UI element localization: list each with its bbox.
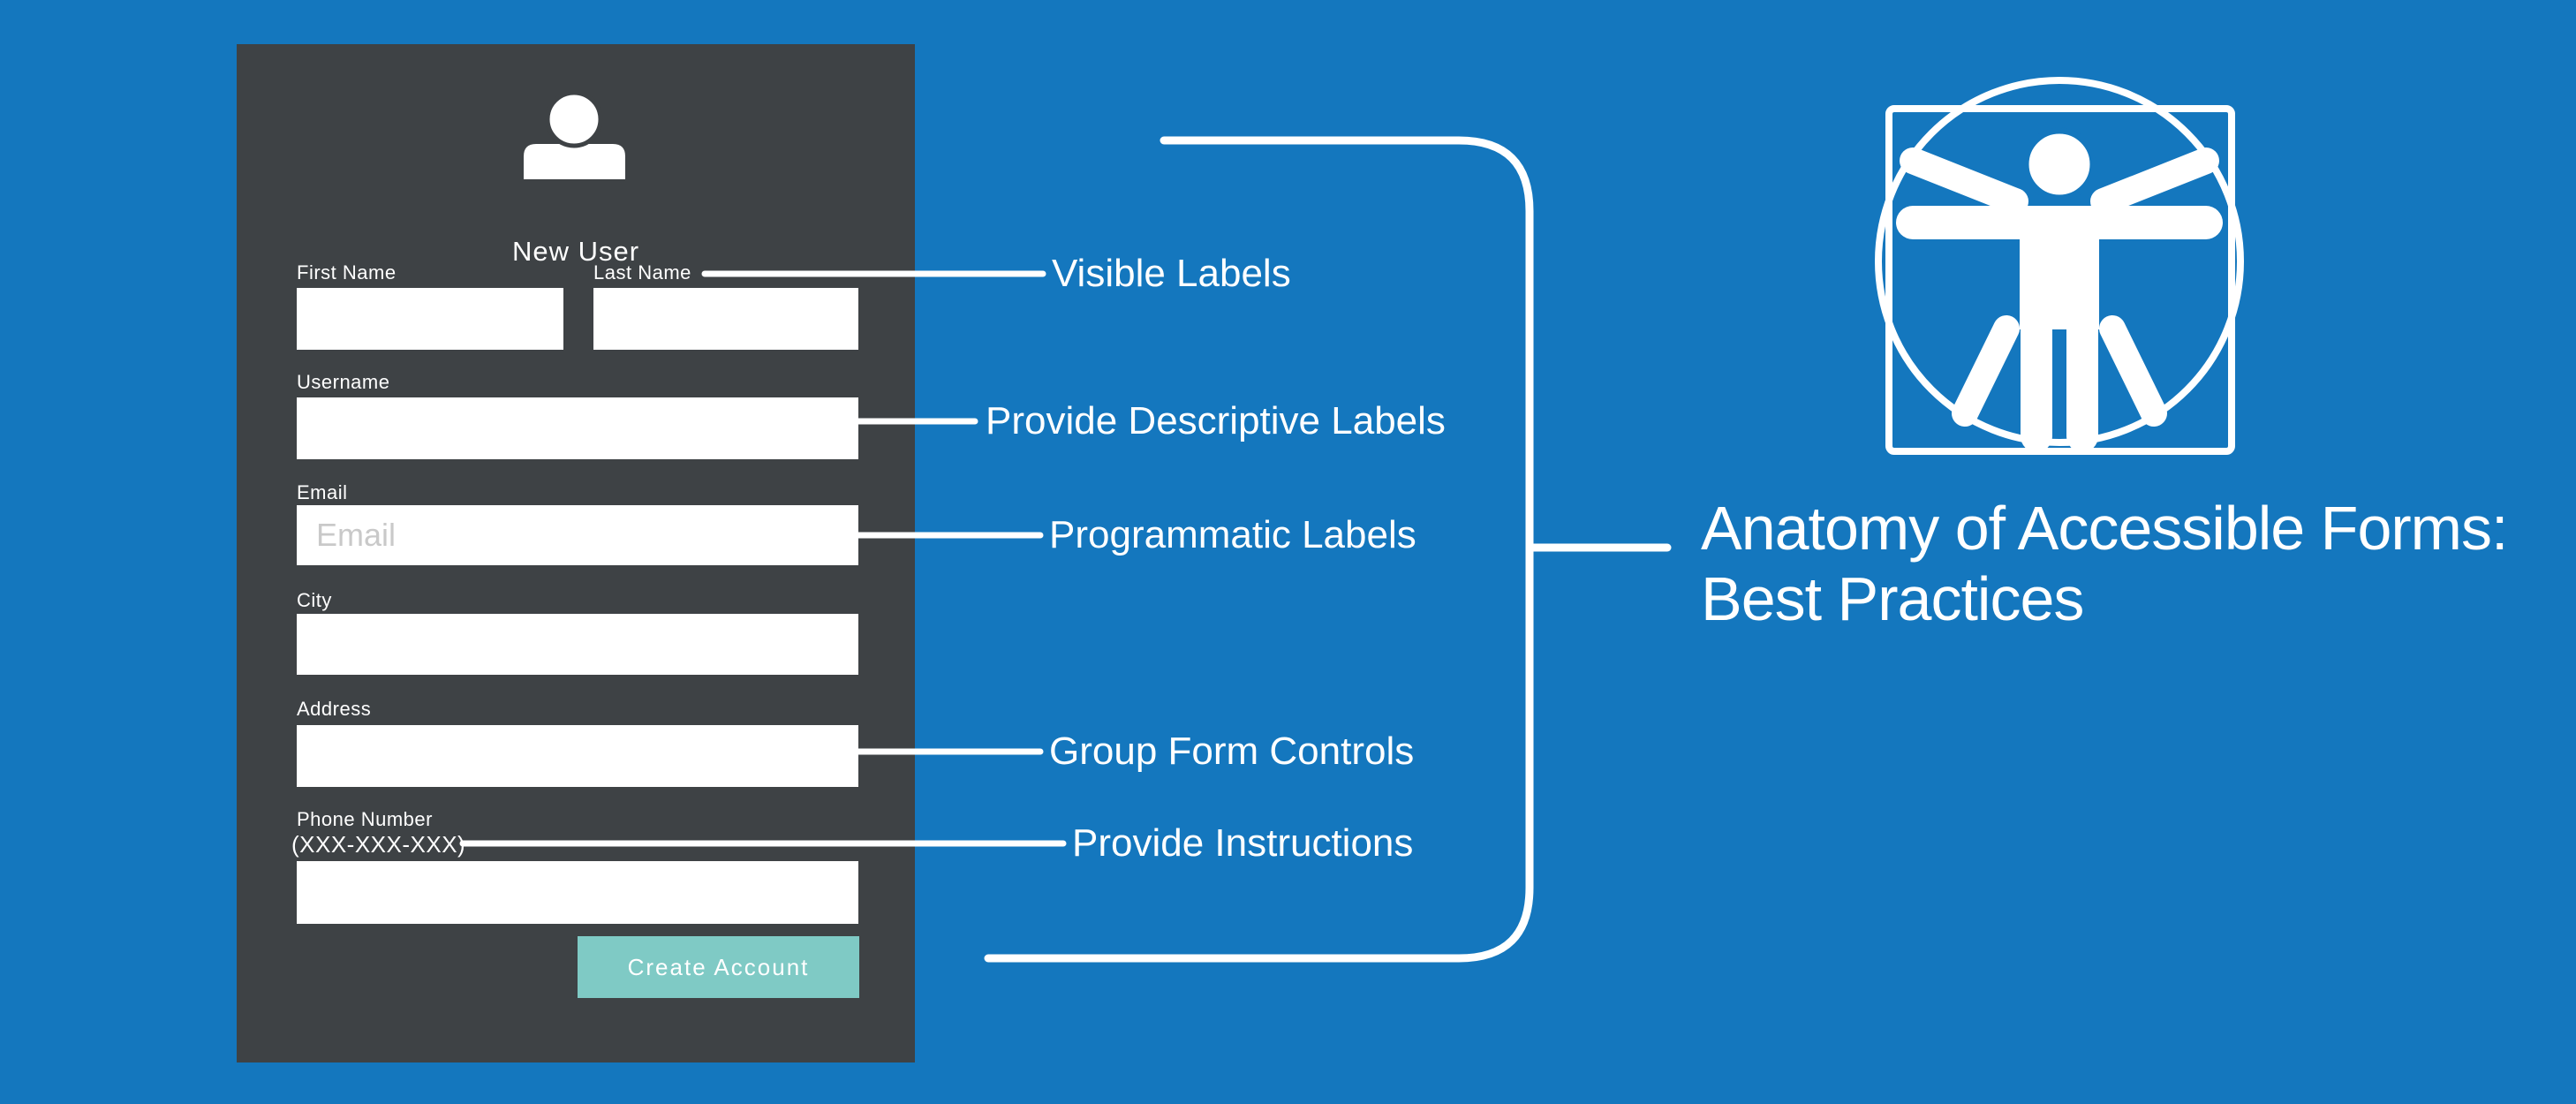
phone-input[interactable] <box>297 861 858 924</box>
username-label: Username <box>297 371 390 393</box>
page-title-line2: Best Practices <box>1701 564 2084 633</box>
form-title: New User <box>511 236 640 267</box>
first-name-label: First Name <box>297 261 397 284</box>
signup-form-panel: New User First Name Last Name Username E… <box>237 44 915 1062</box>
last-name-input[interactable] <box>593 288 858 350</box>
address-input[interactable] <box>297 725 858 787</box>
address-label: Address <box>297 698 372 720</box>
page-title-line1: Anatomy of Accessible Forms: <box>1701 494 2508 563</box>
callout-visible-labels: Visible Labels <box>1052 252 1291 295</box>
first-name-input[interactable] <box>297 288 563 350</box>
phone-format-instruction: (XXX-XXX-XXX) <box>291 831 466 858</box>
vitruvian-man-icon <box>1875 77 2244 455</box>
last-name-label: Last Name <box>593 261 691 284</box>
city-label: City <box>297 589 332 611</box>
city-input[interactable] <box>297 614 858 675</box>
phone-label: Phone Number <box>297 808 433 830</box>
email-label: Email <box>297 481 348 503</box>
username-input[interactable] <box>297 397 858 459</box>
callout-provide-instructions: Provide Instructions <box>1072 821 1414 865</box>
email-input[interactable] <box>297 505 858 565</box>
callout-group-form-controls: Group Form Controls <box>1049 730 1415 773</box>
create-account-button[interactable]: Create Account <box>578 936 859 998</box>
callout-descriptive-labels: Provide Descriptive Labels <box>986 399 1446 442</box>
page-title: Anatomy of Accessible Forms: Best Practi… <box>1701 493 2508 634</box>
callout-programmatic-labels: Programmatic Labels <box>1049 513 1416 556</box>
